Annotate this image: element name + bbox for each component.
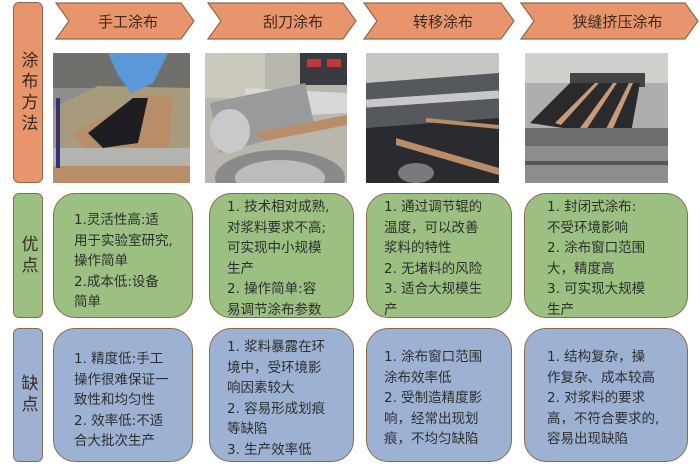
cons-line: 2. 受制造精度影 [384, 390, 483, 406]
header-slot-die-coating: 狭缝挤压涂布 [520, 2, 699, 40]
cons-line: 1. 浆料暴露在环 [227, 339, 326, 355]
row-label-coating-method: 涂布方法 [13, 2, 43, 183]
pros-line: 产 [384, 301, 398, 318]
pros-line: 不受环境影响 [547, 219, 628, 236]
pros-line: 3. 适合大规模生 [384, 281, 483, 297]
chevron-arrow-icon [363, 2, 515, 40]
cons-line: 1. 精度低:手工 [74, 351, 164, 367]
cons-card-manual-coating: 1. 精度低:手工 操作很难保证一 致性和均匀性 2. 效率低:不适 合大批次生… [53, 328, 193, 462]
cons-line: 痕，不均匀缺陷 [384, 431, 479, 447]
chevron-arrow-icon [207, 2, 357, 40]
row-label-disadvantages: 缺点 [13, 328, 43, 462]
pros-line: 生产 [547, 301, 574, 318]
cons-line: 2. 对浆料的要求 [547, 390, 646, 406]
pros-line: 2. 操作简单:容 [227, 281, 317, 297]
cons-line: 响因素较大 [227, 380, 295, 396]
cons-line: 作复杂、成本较高 [547, 369, 655, 386]
pros-line: 可实现中小规模 [227, 240, 322, 256]
pros-line: 生产 [227, 260, 254, 277]
cons-line: 操作很难保证一 [74, 371, 169, 388]
cons-line: 2. 容易形成划痕 [227, 400, 326, 417]
pros-line: 简单 [74, 294, 101, 310]
pros-card-slot-die-coating: 1. 封闭式涂布: 不受环境影响 2. 涂布窗口范围 大，精度高 3. 可实现大… [524, 193, 688, 318]
chevron-arrow-icon [520, 2, 699, 40]
pros-line: 2.成本低:设备 [74, 273, 159, 290]
pros-line: 2. 无堵料的风险 [384, 260, 483, 277]
row-label-advantages-text: 优点 [17, 234, 38, 277]
pros-line: 易调节涂布参数 [227, 301, 322, 318]
cons-line: 3. 生产效率低 [227, 441, 312, 458]
pros-line: 2. 涂布窗口范围 [547, 240, 646, 256]
transfer-coating-photo [366, 53, 499, 183]
manual-coating-photo [53, 53, 190, 183]
cons-line: 1. 结构复杂，操 [547, 349, 646, 365]
cons-card-transfer-coating: 1. 涂布窗口范围 涂布效率低 2. 受制造精度影 响，经常出现划 痕，不均匀缺… [366, 328, 512, 462]
cons-line: 响，经常出现划 [384, 410, 479, 427]
pros-line: 1. 通过调节辊的 [384, 199, 483, 215]
cons-line: 涂布效率低 [384, 369, 452, 386]
cons-line: 合大批次生产 [74, 433, 155, 449]
pros-line: 用于实验室研究, [74, 232, 173, 249]
cons-card-blade-coating: 1. 浆料暴露在环 境中，受环境影 响因素较大 2. 容易形成划痕 等缺陷 3.… [209, 328, 354, 462]
cons-line: 容易出现缺陷 [547, 431, 628, 447]
header-transfer-coating-label: 转移涂布 [412, 12, 473, 31]
pros-line: 1. 封闭式涂布: [547, 199, 637, 215]
pros-card-blade-coating: 1. 技术相对成熟, 对浆料要求不高; 可实现中小规模 生产 2. 操作简单:容… [209, 193, 354, 318]
cons-line: 高，不符合要求的, [547, 410, 660, 427]
row-label-disadvantages-text: 缺点 [17, 374, 38, 416]
header-manual-coating-label: 手工涂布 [97, 12, 158, 31]
cons-line: 境中，受环境影 [227, 359, 322, 376]
header-blade-coating-label: 刮刀涂布 [262, 12, 323, 31]
pros-line: 操作简单 [74, 253, 128, 269]
pros-line: 1.灵活性高:适 [74, 212, 159, 228]
pros-line: 大，精度高 [547, 260, 615, 277]
pros-card-manual-coating: 1.灵活性高:适 用于实验室研究, 操作简单 2.成本低:设备 简单 [53, 193, 193, 318]
header-transfer-coating: 转移涂布 [363, 2, 515, 40]
pros-line: 浆料的特性 [384, 240, 452, 256]
slot-die-coating-photo [525, 53, 668, 183]
cons-line: 致性和均匀性 [74, 392, 155, 408]
cons-card-slot-die-coating: 1. 结构复杂，操 作复杂、成本较高 2. 对浆料的要求 高，不符合要求的, 容… [524, 328, 688, 462]
header-manual-coating: 手工涂布 [55, 2, 195, 40]
pros-line: 1. 技术相对成熟, [227, 199, 330, 215]
header-blade-coating: 刮刀涂布 [207, 2, 357, 40]
header-slot-die-coating-label: 狭缝挤压涂布 [572, 12, 663, 31]
cons-line: 等缺陷 [227, 421, 268, 437]
row-label-coating-method-text: 涂布方法 [17, 50, 38, 135]
pros-line: 温度，可以改善 [384, 219, 479, 236]
pros-line: 对浆料要求不高; [227, 219, 327, 236]
pros-card-transfer-coating: 1. 通过调节辊的 温度，可以改善 浆料的特性 2. 无堵料的风险 3. 适合大… [366, 193, 512, 318]
row-label-advantages: 优点 [13, 193, 43, 318]
chevron-arrow-icon [55, 2, 195, 40]
pros-line: 3. 可实现大规模 [547, 281, 646, 297]
blade-coating-photo [205, 53, 347, 183]
cons-line: 1. 涂布窗口范围 [384, 349, 483, 365]
cons-line: 2. 效率低:不适 [74, 412, 164, 429]
